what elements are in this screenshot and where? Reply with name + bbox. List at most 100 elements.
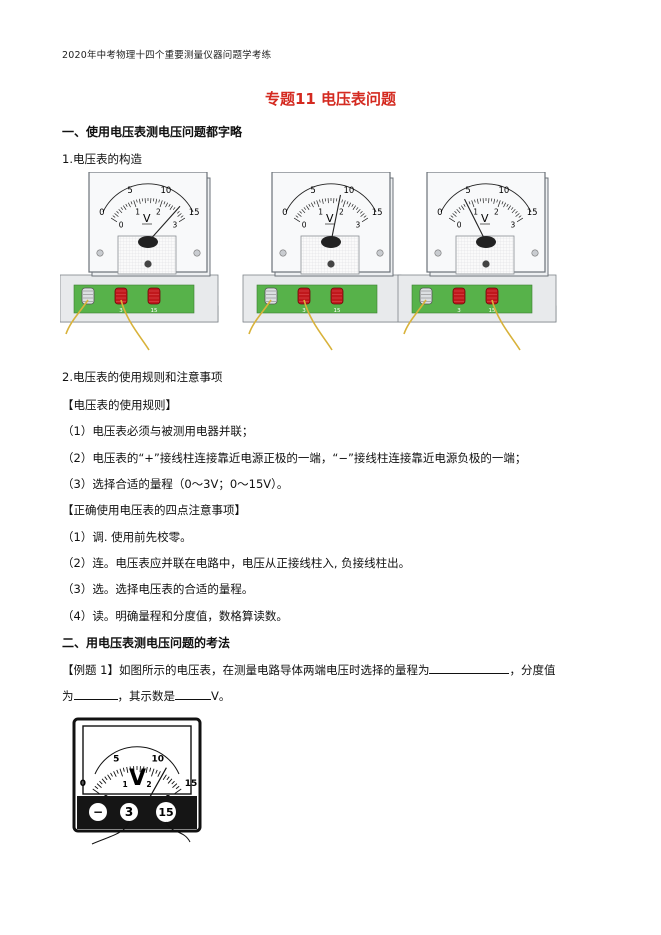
scale-tick (458, 207, 462, 210)
note-4: （4）读。明确量程和分度值，数格算读数。 (62, 609, 288, 623)
example-1-line-1: 【例题 1】如图所示的电压表，在测量电路导体两端电压时选择的量程为，分度值 (62, 661, 555, 678)
scale-tick (493, 198, 496, 204)
scale-label-top: 5 (127, 186, 132, 196)
scale-tick (158, 199, 160, 203)
scale-tick (511, 208, 516, 214)
terminal-positive (452, 287, 466, 305)
scale-tick (355, 207, 359, 210)
scale-tick (174, 788, 182, 794)
scale-tick (177, 210, 180, 214)
terminal-positive (147, 287, 161, 305)
terminal-positive (114, 287, 128, 305)
scale-tick (171, 780, 175, 785)
scale-tick (452, 213, 457, 217)
note-1: （1）调. 使用前先校零。 (62, 530, 192, 544)
terminal-positive (330, 287, 344, 305)
terminal-positive (485, 287, 499, 305)
answer-blank-reading[interactable] (175, 687, 211, 700)
scale-label-top: 10 (343, 186, 354, 196)
scale-tick (125, 203, 128, 207)
scale-tick (172, 207, 176, 210)
scale-label-top: 10 (498, 186, 509, 196)
scale-tick (468, 201, 471, 205)
scale-tick (510, 207, 514, 210)
scale-tick (162, 774, 167, 780)
scale-tick (496, 199, 498, 203)
scale-tick (352, 205, 357, 210)
scale-tick (471, 200, 475, 208)
scale-tick (515, 213, 520, 217)
scale-tick (360, 210, 363, 214)
scale-tick (456, 208, 461, 214)
scale-tick (113, 771, 117, 777)
scale-label-top: 0 (282, 208, 287, 218)
section-heading-1: 一、使用电压表测电压问题都字略 (62, 125, 243, 139)
scale-tick (474, 199, 476, 203)
rule-3: （3）选择合适的量程（0～3V；0～15V）。 (62, 477, 289, 491)
scale-label-bottom: 3 (355, 221, 360, 230)
scale-tick (316, 200, 320, 208)
section-heading-2: 二、用电压表测电压问题的考法 (62, 636, 231, 650)
scale-tick (293, 217, 301, 223)
scale-tick (127, 202, 131, 208)
wire (248, 299, 272, 335)
scale-label-top: 5 (113, 754, 119, 764)
terminal-label: 15 (334, 308, 341, 314)
scale-tick (116, 210, 119, 214)
scale-label-bottom: 1 (473, 208, 478, 217)
scale-tick (169, 205, 174, 210)
scale-label-top: 10 (151, 754, 164, 764)
needle (147, 205, 181, 243)
scale-tick (463, 203, 466, 207)
unit-label: V (143, 212, 151, 225)
wire (65, 299, 89, 335)
wire (120, 299, 150, 351)
scale-tick (361, 217, 369, 223)
note-2: （2）连。电压表应并联在电路中，电压从正接线柱入, 负接线柱出。 (62, 556, 411, 570)
unit-label: V (326, 212, 334, 225)
scale-tick (99, 780, 103, 785)
scale-tick (122, 205, 127, 210)
scale-tick (308, 203, 311, 207)
scale-tick (303, 207, 307, 210)
scale-tick (138, 198, 141, 204)
scale-tick (133, 200, 137, 208)
scale-tick (166, 776, 170, 781)
scale-tick (122, 767, 125, 772)
scale-tick (126, 766, 129, 773)
scale-label-top: 0 (80, 779, 86, 789)
scale-tick (177, 213, 182, 217)
scale-tick (346, 201, 349, 205)
scale-tick (516, 217, 524, 223)
terminal-minus: − (93, 805, 103, 819)
answer-blank-division[interactable] (73, 687, 118, 700)
scale-tick (448, 217, 456, 223)
terminal-label: 3 (457, 308, 461, 314)
scale-tick (299, 210, 302, 214)
scale-tick (112, 215, 116, 218)
scale-label-top: 0 (99, 208, 104, 218)
notes-title: 【正确使用电压表的四点注意事项】 (62, 503, 246, 517)
scale-tick (319, 199, 321, 203)
scale-tick (129, 766, 132, 771)
example-text: ，其示数是 (117, 689, 176, 703)
structure-heading: 1.电压表的构造 (62, 152, 142, 166)
scale-tick (168, 203, 171, 207)
scale-tick (450, 215, 454, 218)
scale-tick (167, 778, 173, 784)
scale-tick (104, 776, 108, 781)
scale-label-top: 15 (189, 208, 200, 218)
scale-tick (501, 201, 504, 205)
scale-tick (506, 203, 509, 207)
example-text: 【例题 1】如图所示的电压表，在测量电路导体两端电压时选择的量程为 (62, 663, 430, 677)
rules-title: 【电压表的使用规则】 (62, 398, 177, 412)
answer-blank-range[interactable] (429, 661, 510, 674)
scale-tick (101, 778, 107, 784)
scale-tick (342, 200, 346, 208)
scale-tick (165, 202, 169, 208)
